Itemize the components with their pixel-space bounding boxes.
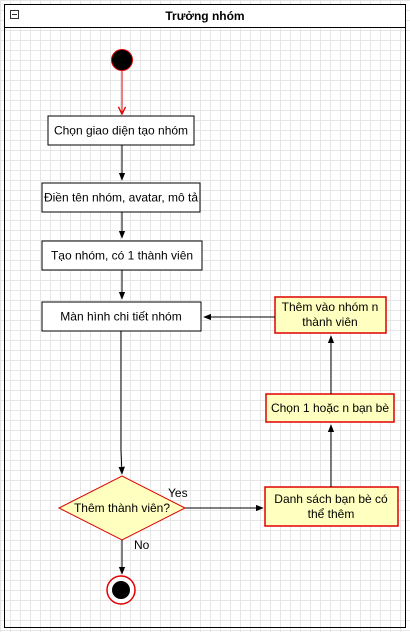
decision-add-member-label: Thêm thành viên? (74, 501, 170, 515)
action-group-detail[interactable]: Màn hình chi tiết nhóm (41, 301, 202, 332)
action-choose-friends-label: Chọn 1 hoặc n bạn bè (271, 401, 389, 415)
action-add-to-group-line1: Thêm vào nhóm n (282, 300, 379, 314)
collapse-icon[interactable] (10, 10, 19, 19)
decision-add-member[interactable]: Thêm thành viên? (57, 475, 187, 541)
edge-label-yes: Yes (168, 486, 188, 500)
edge-label-no: No (134, 538, 150, 552)
action-enter-info-label: Điền tên nhóm, avatar, mô tả (44, 191, 198, 205)
action-add-to-group[interactable]: Thêm vào nhóm n thành viên (274, 296, 387, 334)
end-node (106, 575, 136, 605)
edge-detail-to-decision (118, 331, 125, 475)
action-friend-list-line1: Danh sách bạn bè có (274, 492, 388, 506)
action-choose-ui-label: Chọn giao diện tạo nhóm (54, 124, 188, 138)
swimlane-header: Trưởng nhóm (5, 5, 405, 28)
swimlane: Trưởng nhóm (4, 4, 406, 628)
action-friend-list[interactable]: Danh sách bạn bè có thể thêm (264, 486, 399, 527)
action-add-to-group-line2: thành viên (302, 315, 357, 329)
swimlane-title: Trưởng nhóm (165, 9, 245, 23)
action-friend-list-line2: thể thêm (308, 507, 355, 521)
action-group-detail-label: Màn hình chi tiết nhóm (60, 310, 181, 324)
start-node (111, 49, 133, 71)
action-create-group[interactable]: Tạo nhóm, có 1 thành viên (41, 240, 203, 271)
action-enter-info[interactable]: Điền tên nhóm, avatar, mô tả (41, 182, 201, 213)
action-choose-friends[interactable]: Chọn 1 hoặc n bạn bè (265, 393, 395, 423)
action-create-group-label: Tạo nhóm, có 1 thành viên (51, 249, 193, 263)
action-choose-ui[interactable]: Chọn giao diện tạo nhóm (47, 115, 195, 146)
